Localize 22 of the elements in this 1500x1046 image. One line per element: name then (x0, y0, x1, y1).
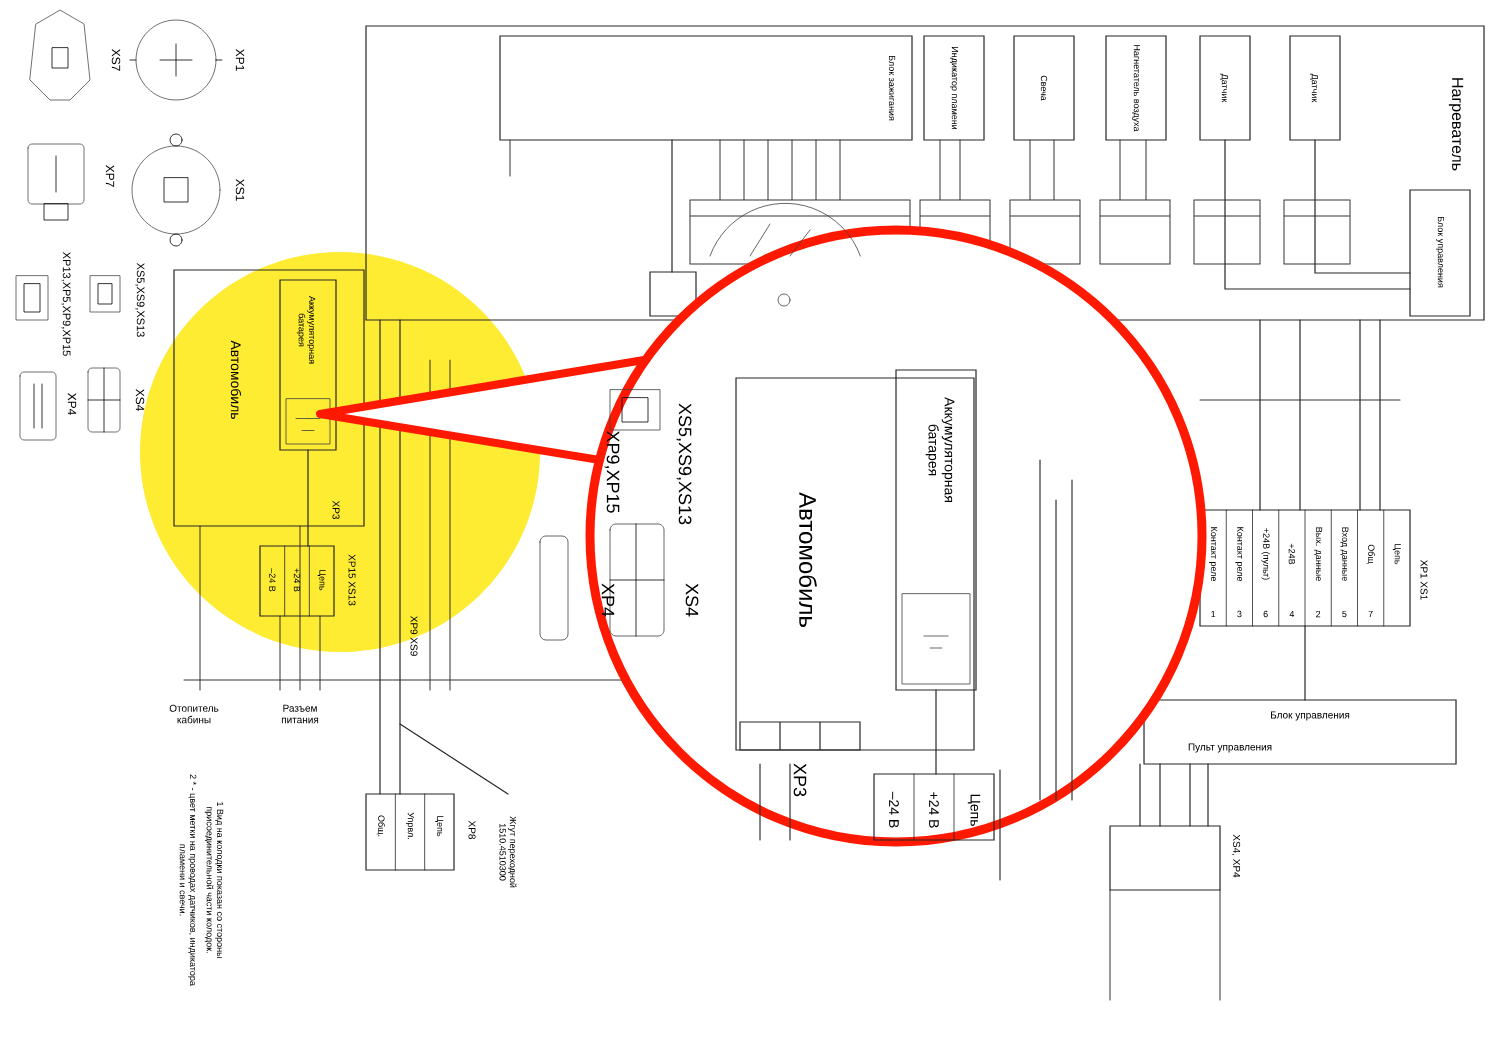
wire (1359, 319, 1361, 511)
wire (399, 319, 401, 795)
wire (1189, 763, 1191, 827)
wire (307, 449, 309, 547)
leader-line (399, 723, 509, 795)
wire (379, 319, 381, 795)
wire (1299, 319, 1301, 511)
connector-label: XP4 (601, 583, 615, 617)
wire (935, 689, 937, 775)
connector-table (1109, 825, 1221, 891)
connector-label: XS5,XS9,XS13 (676, 403, 692, 525)
connector-label: XP3 (793, 763, 807, 797)
wire (1207, 763, 1209, 827)
connector-label: XS4 (685, 583, 699, 617)
wire (1304, 625, 1306, 701)
wire (1259, 319, 1261, 511)
wire (1314, 139, 1411, 274)
wire (671, 139, 673, 273)
wire (1139, 763, 1141, 827)
wire (1159, 763, 1161, 827)
wire (1379, 319, 1381, 511)
connector-label: XP9,XP15 (604, 430, 620, 513)
